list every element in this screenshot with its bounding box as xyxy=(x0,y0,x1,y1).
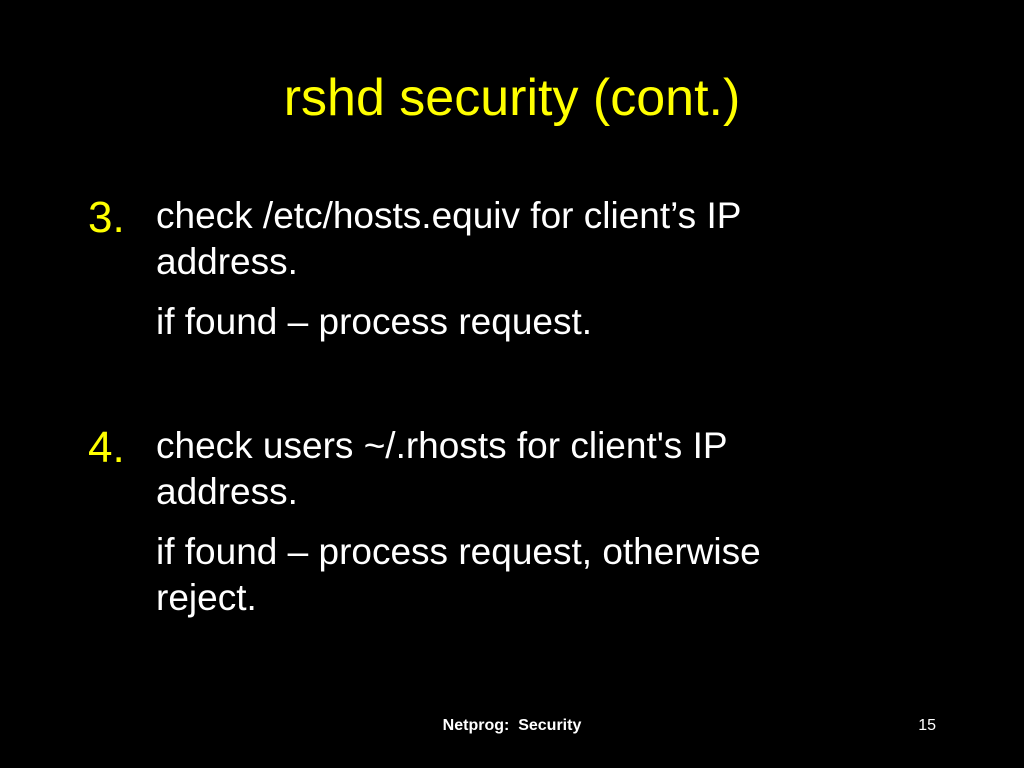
item-subtext: if found – process request, otherwise xyxy=(156,531,761,572)
item-text-line: address. xyxy=(156,471,298,512)
page-number: 15 xyxy=(918,717,936,734)
item-text-line: check users ~/.rhosts for client's IP xyxy=(156,425,728,466)
item-body: check /etc/hosts.equiv for client’s IP a… xyxy=(156,193,946,345)
item-subtext: reject. xyxy=(156,577,257,618)
item-number: 3. xyxy=(88,193,125,242)
footer-title: Netprog: Security xyxy=(442,717,582,734)
item-number: 4. xyxy=(88,423,125,472)
slide-title: rshd security (cont.) xyxy=(283,69,741,127)
item-subtext: if found – process request. xyxy=(156,301,593,342)
item-body: check users ~/.rhosts for client's IP ad… xyxy=(156,423,946,621)
item-text-line: address. xyxy=(156,241,298,282)
item-text-line: check /etc/hosts.equiv for client’s IP xyxy=(156,195,742,236)
